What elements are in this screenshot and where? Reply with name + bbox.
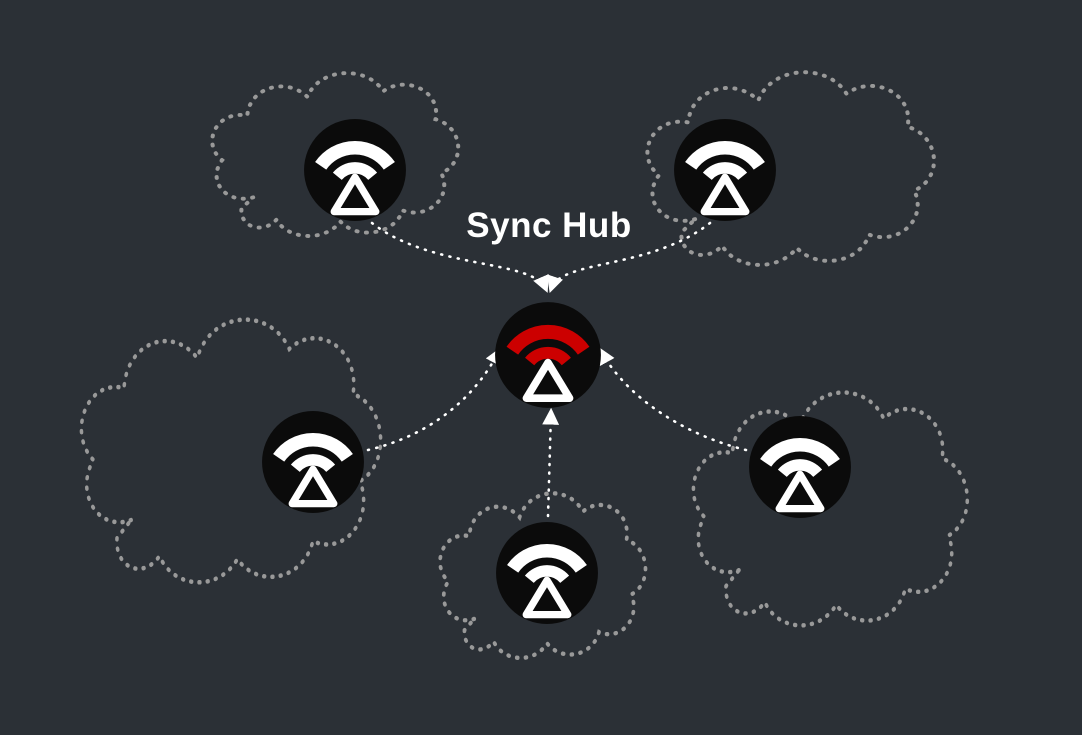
device-icon-top-right — [674, 119, 776, 221]
hub-icon-triangle — [522, 358, 574, 402]
sync-arrow-bottom-center — [542, 407, 560, 518]
sync-arrow-mid-left — [366, 347, 501, 452]
hub-label: Sync Hub — [466, 206, 631, 245]
hub-icon — [495, 302, 601, 408]
hub-icon-signal-arc-small — [525, 346, 571, 366]
device-icon-top-left — [304, 119, 406, 221]
device-icon-mid-left — [262, 411, 364, 513]
device-icon-bottom-center — [496, 522, 598, 624]
sync-arrow-top-right — [547, 221, 712, 294]
sync-arrow-top-left — [370, 221, 549, 293]
device-icon-mid-right — [749, 416, 851, 518]
hub-icon-signal-arc-large — [506, 324, 590, 355]
